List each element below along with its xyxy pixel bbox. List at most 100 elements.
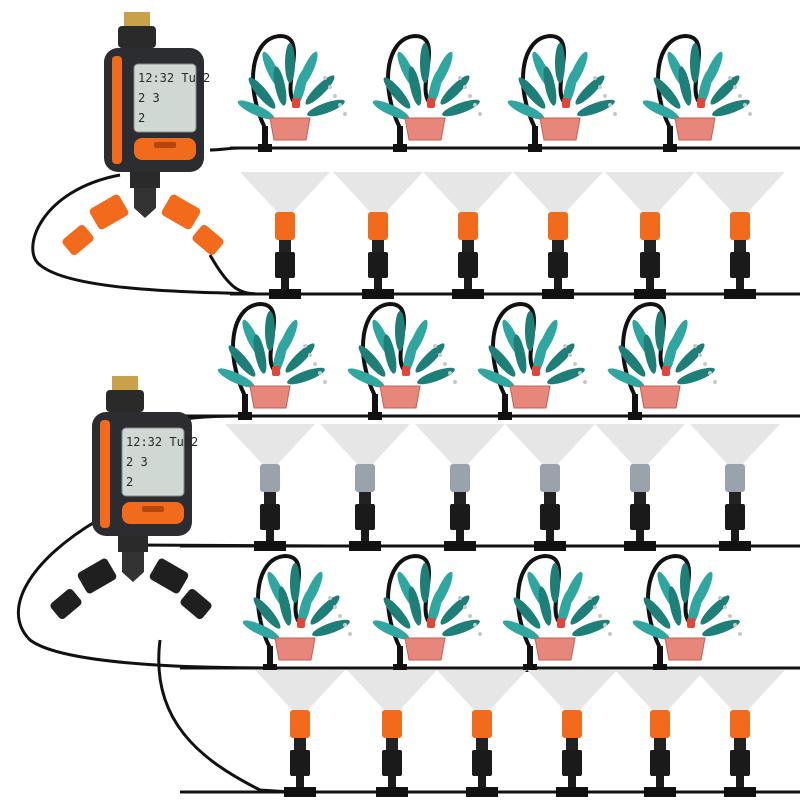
stem: [296, 776, 304, 790]
water-drop: [568, 353, 572, 357]
leaf: [272, 336, 288, 376]
water-drop: [343, 112, 347, 116]
potted-plant-icon: [217, 301, 327, 420]
feeder-tube-1: [31, 173, 261, 296]
leaf: [550, 563, 560, 603]
mist-cone: [423, 172, 513, 214]
tee-connector: [393, 664, 407, 672]
mist-sprayer-icon: [415, 424, 505, 551]
mist-sprayer-icon: [225, 424, 315, 551]
stake: [532, 126, 538, 148]
water-drop: [593, 605, 597, 609]
water-drop: [328, 596, 332, 600]
leaf: [285, 343, 315, 373]
water-drop: [703, 362, 707, 366]
potted-plant-icon: [607, 301, 717, 420]
leaf: [285, 43, 295, 83]
leaf: [217, 368, 255, 388]
mist-cone: [333, 172, 423, 214]
stem: [736, 776, 744, 790]
leaf: [675, 343, 705, 373]
leaf: [562, 68, 578, 108]
tee-connector: [258, 144, 272, 152]
leaf: [700, 595, 730, 625]
splitter-hub: [122, 552, 144, 582]
stem: [546, 530, 554, 544]
leaf: [632, 620, 670, 640]
tee-connector: [362, 289, 394, 299]
row-4-sprayers: [225, 424, 780, 551]
dripper: [272, 366, 280, 376]
nozzle-neck: [264, 492, 276, 504]
stake: [630, 504, 650, 530]
nozzle-neck: [454, 492, 466, 504]
leaf: [417, 367, 455, 385]
y-splitter-icon: [62, 188, 224, 256]
tee-connector: [528, 144, 542, 152]
lcd-text: 2 3: [138, 91, 160, 105]
row-5-plants: [242, 553, 742, 672]
dripper: [427, 98, 435, 108]
mist-cone: [347, 670, 437, 712]
lcd-text: 2: [126, 475, 133, 489]
leaf: [570, 595, 600, 625]
leaf: [372, 620, 410, 640]
mist-sprayer-icon: [527, 670, 617, 797]
feeder-tube-5: [157, 639, 291, 794]
lcd-text: 2 3: [126, 455, 148, 469]
lcd-text: 12:32 Tu02: [126, 435, 198, 449]
tee-connector: [263, 664, 277, 672]
lcd-screen: [133, 63, 197, 133]
leaf: [525, 311, 535, 351]
tee-connector: [376, 787, 408, 797]
connector-right: [192, 224, 224, 256]
nozzle: [472, 710, 492, 738]
mist-cone: [615, 670, 705, 712]
water-drop: [328, 85, 332, 89]
potted-plant-icon: [477, 301, 587, 420]
leaf: [662, 336, 678, 376]
stake: [502, 394, 508, 416]
leaf: [697, 68, 713, 108]
inlet-nut: [118, 26, 156, 48]
nozzle-neck: [654, 738, 666, 750]
pot: [404, 117, 446, 141]
water-drop: [603, 623, 607, 627]
mist-cone: [437, 670, 527, 712]
tee-connector: [269, 289, 301, 299]
leaf: [532, 336, 548, 376]
water-drop: [323, 76, 327, 80]
pot: [664, 637, 706, 661]
nozzle-neck: [544, 492, 556, 504]
leaf: [307, 99, 345, 117]
leaf: [538, 586, 552, 626]
nozzle: [355, 464, 375, 492]
outlet: [118, 536, 148, 552]
leaf: [545, 343, 575, 373]
leaf: [702, 619, 740, 637]
nozzle: [630, 464, 650, 492]
water-drop: [348, 632, 352, 636]
tee-connector: [542, 289, 574, 299]
leaf: [372, 100, 410, 120]
leaf: [383, 597, 411, 629]
leaf: [642, 100, 680, 120]
leaf: [543, 66, 557, 106]
nozzle: [640, 212, 660, 240]
nozzle: [725, 464, 745, 492]
stake: [632, 394, 638, 416]
mist-sprayer-icon: [695, 172, 785, 299]
outlet: [130, 172, 160, 188]
feeder-tube-2: [208, 254, 261, 296]
leaf: [655, 311, 665, 351]
leaf: [477, 368, 515, 388]
stem: [374, 278, 382, 292]
leaf: [710, 75, 740, 105]
leaf: [690, 43, 700, 83]
leaf: [395, 311, 405, 351]
water-drop: [453, 380, 457, 384]
tee-connector: [444, 541, 476, 551]
stake: [260, 504, 280, 530]
dripper: [562, 98, 570, 108]
leaf: [383, 334, 397, 374]
